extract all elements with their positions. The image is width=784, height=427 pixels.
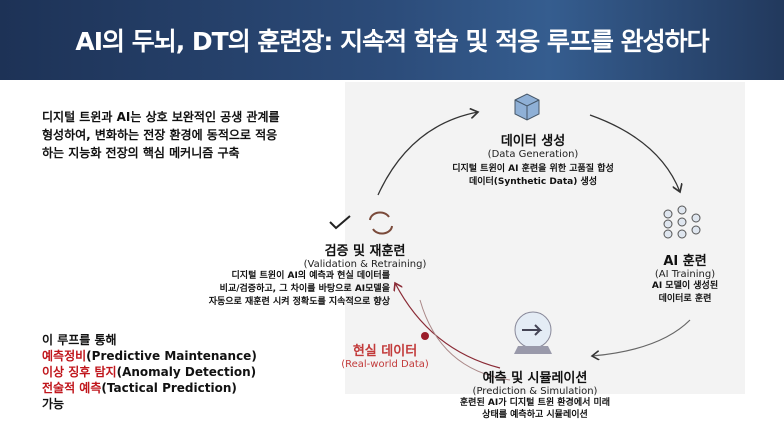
stage-en: (Prediction & Simulation) [472, 386, 598, 397]
stage-data-generation: 데이터 생성 (Data Generation) [470, 130, 596, 160]
neural-network-icon [663, 205, 701, 239]
stage-title: 검증 및 재훈련 [324, 244, 406, 259]
arrow-data-to-train [589, 114, 680, 192]
benefit-ko: 전술적 예측 [42, 381, 102, 395]
stage-en: (Real-world Data) [341, 359, 429, 370]
check-icon [329, 215, 351, 230]
stage-title: 현실 데이터 [352, 344, 418, 359]
arrow-predict-to-validate [395, 283, 501, 369]
crystal-ball-icon [514, 311, 552, 354]
real-data-dot [421, 332, 429, 340]
benefit-ko: 예측정비 [42, 349, 87, 363]
benefit-item: 이상 징후 탐지(Anomaly Detection) [42, 364, 257, 380]
page-title: AI의 두뇌, DT의 훈련장: 지속적 학습 및 적응 루프를 완성하다 [75, 27, 709, 56]
benefit-en: (Anomaly Detection) [116, 365, 257, 379]
benefit-en: (Predictive Maintenance) [86, 349, 257, 363]
stage-en: (Data Generation) [487, 149, 579, 160]
stage-prediction: 예측 및 시뮬레이션 (Prediction & Simulation) 훈련된… [440, 367, 630, 421]
real-world-data: 현실 데이터 (Real-world Data) [330, 340, 440, 370]
stage-en: (Validation & Retraining) [303, 259, 427, 270]
loop-benefits: 이 루프를 통해 예측정비(Predictive Maintenance) 이상… [42, 332, 257, 412]
data-cube-icon [514, 93, 540, 121]
stage-title: 예측 및 시뮬레이션 [482, 371, 588, 386]
intro-text: 디지털 트윈과 AI는 상호 보완적인 공생 관계를 형성하여, 변화하는 전장… [42, 110, 280, 160]
loop-lead: 이 루프를 통해 [42, 333, 117, 347]
stage-validation: 검증 및 재훈련 (Validation & Retraining) [285, 240, 445, 270]
stage-title: 데이터 생성 [500, 134, 566, 149]
loop-tail: 가능 [42, 397, 65, 411]
refresh-icon [369, 211, 393, 235]
benefit-item: 예측정비(Predictive Maintenance) [42, 348, 257, 364]
benefit-ko: 이상 징후 탐지 [42, 365, 117, 379]
benefit-item: 전술적 예측(Tactical Prediction) [42, 380, 257, 396]
arrow-validate-to-data [377, 112, 478, 196]
stage-title: AI 훈련 [663, 254, 707, 269]
arrow-train-to-predict [592, 319, 691, 356]
header-banner: AI의 두뇌, DT의 훈련장: 지속적 학습 및 적응 루프를 완성하다 [0, 0, 784, 80]
benefit-en: (Tactical Prediction) [101, 381, 237, 395]
stage-en: (AI Training) [654, 269, 716, 280]
